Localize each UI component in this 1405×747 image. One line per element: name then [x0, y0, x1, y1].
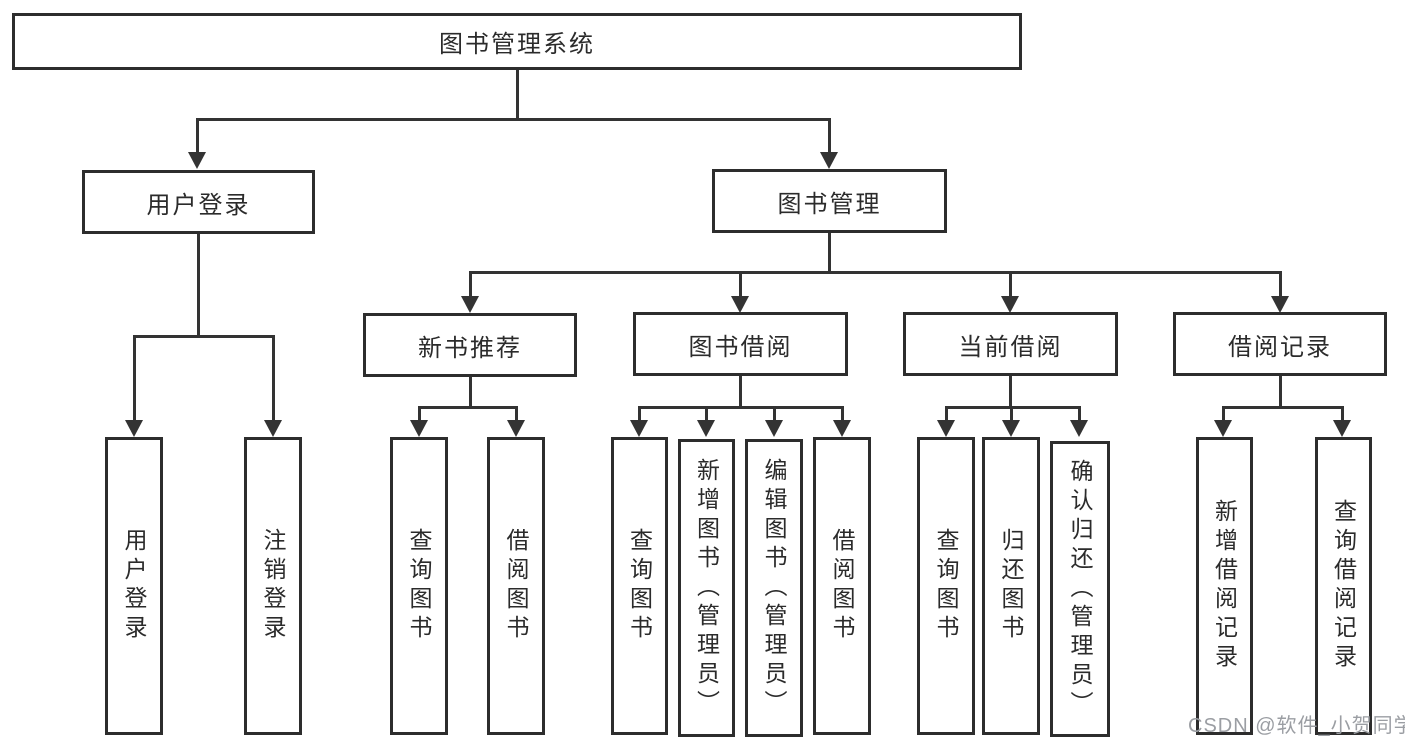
arrow-to-user-login-line [196, 118, 199, 153]
node-label: 借阅记录 [1228, 333, 1332, 361]
node-current-borrow: 当前借阅 [903, 312, 1118, 376]
node-records-add-record: 新增借阅记录 [1196, 437, 1253, 735]
connector-bookmgmt-stem [828, 233, 831, 273]
node-label: 确认归还（管理员） [1067, 458, 1093, 720]
arrow-current-c2-head [1002, 420, 1020, 437]
node-book-borrow: 图书借阅 [633, 312, 848, 376]
node-label: 图书管理系统 [439, 31, 595, 58]
node-label: 图书管理 [777, 190, 882, 218]
arrow-bookborrow-c4-head [833, 420, 851, 437]
arrow-bookborrow-c2-head [697, 420, 715, 437]
connector-bookborrow-hline [638, 406, 844, 409]
arrow-current-c1-line [945, 406, 948, 422]
node-label: 借阅图书 [503, 528, 529, 644]
arrow-bookborrow-c3-head [765, 420, 783, 437]
arrow-records-c2-head [1333, 420, 1351, 437]
node-borrow-add-book-admin: 新增图书（管理员） [678, 439, 735, 737]
connector-userlogin-stem [197, 234, 200, 336]
node-new-book-recommend: 新书推荐 [363, 313, 577, 377]
node-label: 新增借阅记录 [1211, 499, 1238, 673]
arrow-bookborrow-c4-line [841, 406, 844, 422]
arrow-to-recommend-head [461, 296, 479, 313]
node-recommend-query-book: 查询图书 [390, 437, 448, 735]
connector-currentborrow-stem [1009, 376, 1012, 408]
arrow-current-c3-head [1070, 420, 1088, 437]
arrow-to-login-head [125, 420, 143, 437]
node-login: 用户登录 [105, 437, 163, 735]
connector-bookmgmt-hline [469, 271, 1282, 274]
node-label: 查询图书 [406, 528, 432, 644]
arrow-bookborrow-c2-line [705, 406, 708, 422]
node-label: 当前借阅 [958, 333, 1063, 361]
node-current-query-book: 查询图书 [917, 437, 975, 735]
node-borrow-borrow-book: 借阅图书 [813, 437, 871, 735]
arrow-current-c2-line [1010, 406, 1013, 422]
node-root: 图书管理系统 [12, 13, 1022, 70]
node-label: 注销登录 [260, 528, 286, 644]
arrow-bookborrow-c1-line [638, 406, 641, 422]
node-label: 新书推荐 [418, 334, 522, 362]
csdn-watermark: CSDN @软件_小贺同学 [1188, 715, 1405, 737]
node-label: 用户登录 [146, 191, 251, 219]
arrow-records-c1-head [1214, 420, 1232, 437]
arrow-to-currentborrow-line [1009, 271, 1012, 297]
node-recommend-borrow-book: 借阅图书 [487, 437, 545, 735]
node-label: 图书借阅 [688, 333, 793, 361]
arrow-bookborrow-c3-line [773, 406, 776, 422]
node-label: 查询图书 [626, 528, 653, 644]
node-user-login-module: 用户登录 [82, 170, 315, 234]
arrow-bookborrow-c1-head [630, 420, 648, 437]
connector-recommend-stem [469, 377, 472, 408]
node-label: 新增图书（管理员） [693, 457, 720, 719]
node-records-query-record: 查询借阅记录 [1315, 437, 1372, 735]
arrow-records-c1-line [1222, 406, 1225, 422]
arrow-recommend-c1-line [418, 406, 421, 422]
node-label: 查询借阅记录 [1330, 499, 1357, 673]
node-label: 用户登录 [121, 528, 147, 644]
arrow-to-book-management-line [828, 118, 831, 153]
arrow-records-c2-line [1341, 406, 1344, 422]
connector-records-hline [1222, 406, 1344, 409]
arrow-to-logout-line [272, 335, 275, 421]
arrow-to-login-line [133, 335, 136, 421]
arrow-recommend-c2-line [515, 406, 518, 422]
node-borrow-records: 借阅记录 [1173, 312, 1387, 376]
arrow-recommend-c1-head [410, 420, 428, 437]
arrow-current-c3-line [1078, 406, 1081, 422]
connector-userlogin-hline [133, 335, 275, 338]
arrow-recommend-c2-head [507, 420, 525, 437]
connector-root-hline [196, 118, 830, 121]
arrow-to-recommend-line [469, 271, 472, 297]
node-book-management: 图书管理 [712, 169, 947, 233]
node-current-confirm-return-admin: 确认归还（管理员） [1050, 441, 1110, 737]
arrow-to-records-line [1279, 271, 1282, 297]
arrow-to-records-head [1271, 296, 1289, 313]
node-borrow-query-book: 查询图书 [611, 437, 668, 735]
connector-root-stem [516, 70, 519, 118]
arrow-to-user-login-head [188, 152, 206, 169]
arrow-to-bookborrow-line [739, 271, 742, 297]
connector-bookborrow-stem [739, 376, 742, 408]
node-label: 查询图书 [933, 528, 959, 644]
arrow-to-book-management-head [820, 152, 838, 169]
node-label: 借阅图书 [829, 528, 855, 644]
node-label: 归还图书 [998, 528, 1024, 644]
node-label: 编辑图书（管理员） [761, 457, 787, 719]
arrow-to-currentborrow-head [1001, 296, 1019, 313]
node-current-return-book: 归还图书 [982, 437, 1040, 735]
connector-records-stem [1279, 376, 1282, 408]
connector-currentborrow-hline [945, 406, 1081, 409]
connector-recommend-hline [418, 406, 518, 409]
node-logout: 注销登录 [244, 437, 302, 735]
node-borrow-edit-book-admin: 编辑图书（管理员） [745, 439, 803, 737]
arrow-to-logout-head [264, 420, 282, 437]
arrow-to-bookborrow-head [731, 296, 749, 313]
arrow-current-c1-head [937, 420, 955, 437]
